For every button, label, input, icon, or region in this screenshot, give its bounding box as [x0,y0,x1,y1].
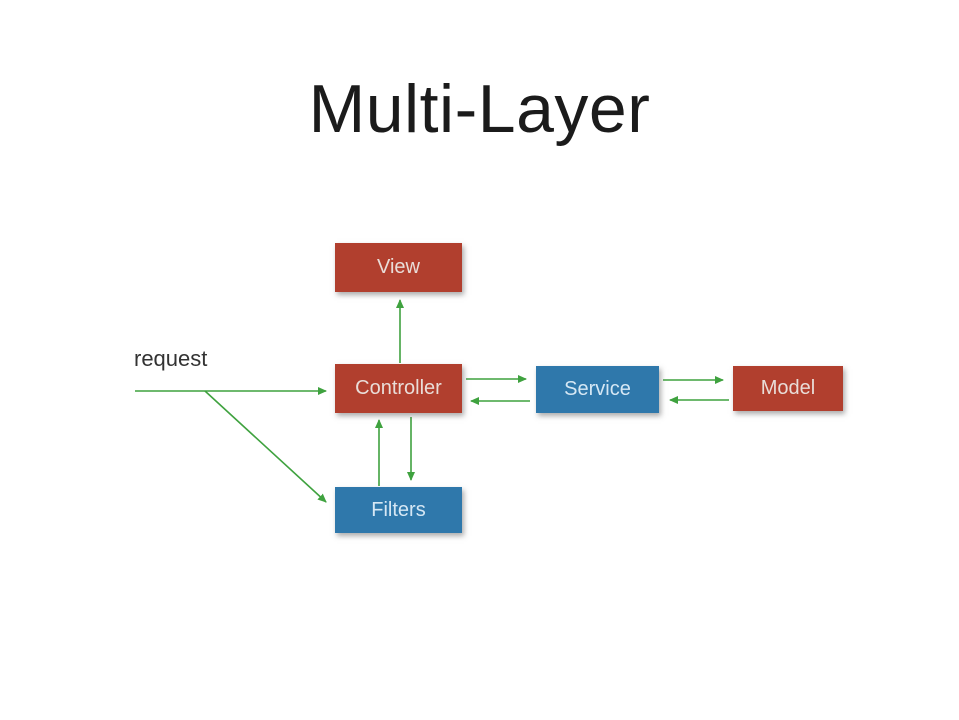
node-view: View [335,243,462,292]
node-filters-label: Filters [371,498,426,521]
slide-title: Multi-Layer [308,71,651,147]
node-service-label: Service [564,378,631,400]
node-model: Model [733,366,843,411]
node-view-label: View [377,256,420,278]
node-controller: Controller [335,364,462,413]
node-controller-label: Controller [355,377,442,399]
arrow-request-to-filters [204,390,327,503]
request-label: request [134,346,208,371]
node-filters: Filters [335,487,462,533]
node-service: Service [536,366,659,413]
node-model-label: Model [760,377,816,399]
